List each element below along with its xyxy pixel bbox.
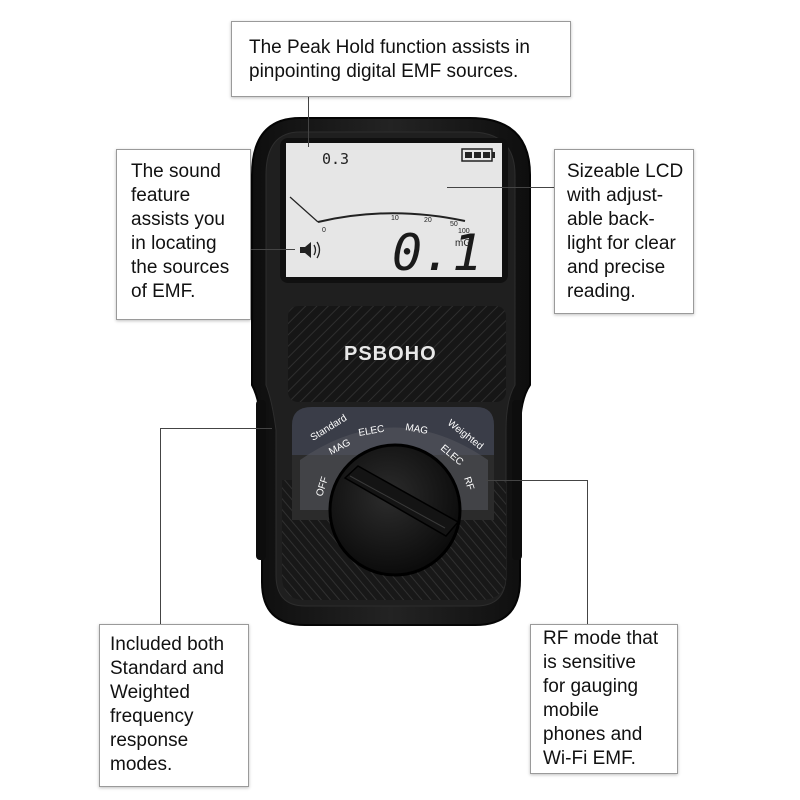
callout-line: in locating <box>131 233 217 254</box>
callout-line: phones and <box>543 724 643 745</box>
callout-line: response <box>110 730 189 751</box>
callout-line: able back- <box>567 209 655 230</box>
leader-modes-h <box>160 428 272 429</box>
leader-lcd <box>447 187 554 188</box>
callout-line: pinpointing digital EMF sources. <box>249 61 519 82</box>
callout-line: Included both <box>110 634 225 655</box>
callout-line: for gauging <box>543 676 639 697</box>
callout-line: is sensitive <box>543 652 636 673</box>
callout-line: assists you <box>131 209 225 230</box>
rotary-knob <box>328 443 462 577</box>
speaker-grille <box>288 306 506 402</box>
leader-sound <box>251 249 295 250</box>
leader-modes-v <box>160 428 161 624</box>
callout-line: modes. <box>110 754 173 775</box>
callout-line: The Peak Hold function assists in <box>249 37 530 58</box>
callout-line: and precise <box>567 257 666 278</box>
callout-line: RF mode that <box>543 628 659 649</box>
leader-peak <box>308 97 309 147</box>
callout-line: Weighted <box>110 682 190 703</box>
callout-rf: RF mode that is sensitive for gauging mo… <box>530 624 678 774</box>
callout-line: feature <box>131 185 191 206</box>
callout-line: with adjust- <box>567 185 664 206</box>
callout-line: mobile <box>543 700 599 721</box>
callout-peak-hold: The Peak Hold function assists in pinpoi… <box>231 21 571 97</box>
callout-line: of EMF. <box>131 281 196 302</box>
callout-line: The sound <box>131 161 221 182</box>
callout-line: reading. <box>567 281 636 302</box>
callout-line: Wi-Fi EMF. <box>543 748 636 769</box>
callout-line: the sources <box>131 257 230 278</box>
leader-rf-h <box>486 480 587 481</box>
callout-line: Sizeable LCD <box>567 161 684 182</box>
lcd-screen <box>286 143 502 277</box>
callout-line: light for clear <box>567 233 676 254</box>
callout-lcd: Sizeable LCD with adjust- able back- lig… <box>554 149 694 314</box>
callout-line: Standard and <box>110 658 225 679</box>
callout-line: frequency <box>110 706 194 727</box>
callout-modes: Included both Standard and Weighted freq… <box>99 624 249 787</box>
leader-rf-v <box>587 480 588 624</box>
callout-sound: The sound feature assists you in locatin… <box>116 149 251 320</box>
